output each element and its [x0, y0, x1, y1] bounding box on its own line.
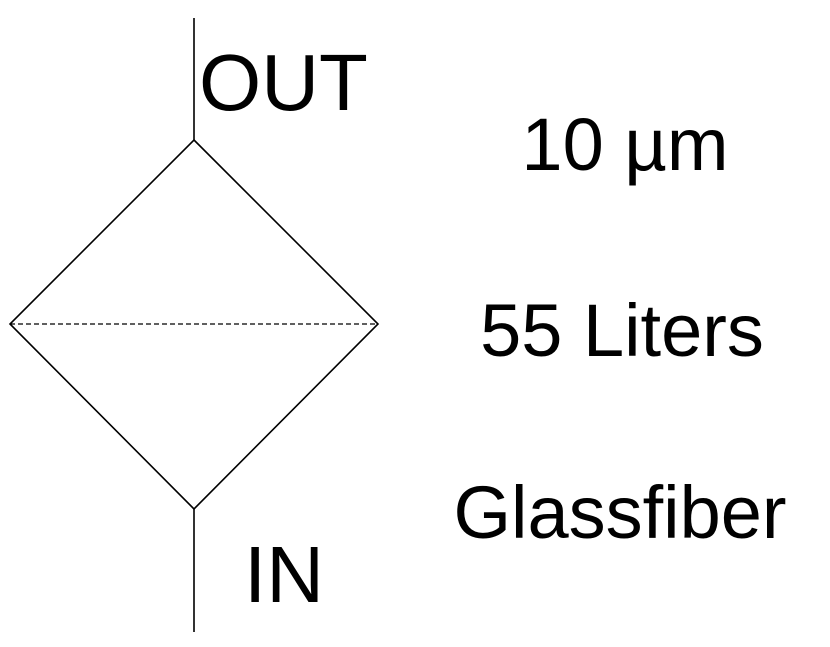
filter-material-label: Glassfiber — [453, 471, 786, 554]
filter-capacity-label: 55 Liters — [480, 289, 764, 372]
filter-symbol — [8, 18, 380, 632]
outlet-label: OUT — [199, 38, 368, 127]
filter-rating-label: 10 µm — [521, 103, 728, 186]
inlet-label: IN — [244, 530, 324, 619]
